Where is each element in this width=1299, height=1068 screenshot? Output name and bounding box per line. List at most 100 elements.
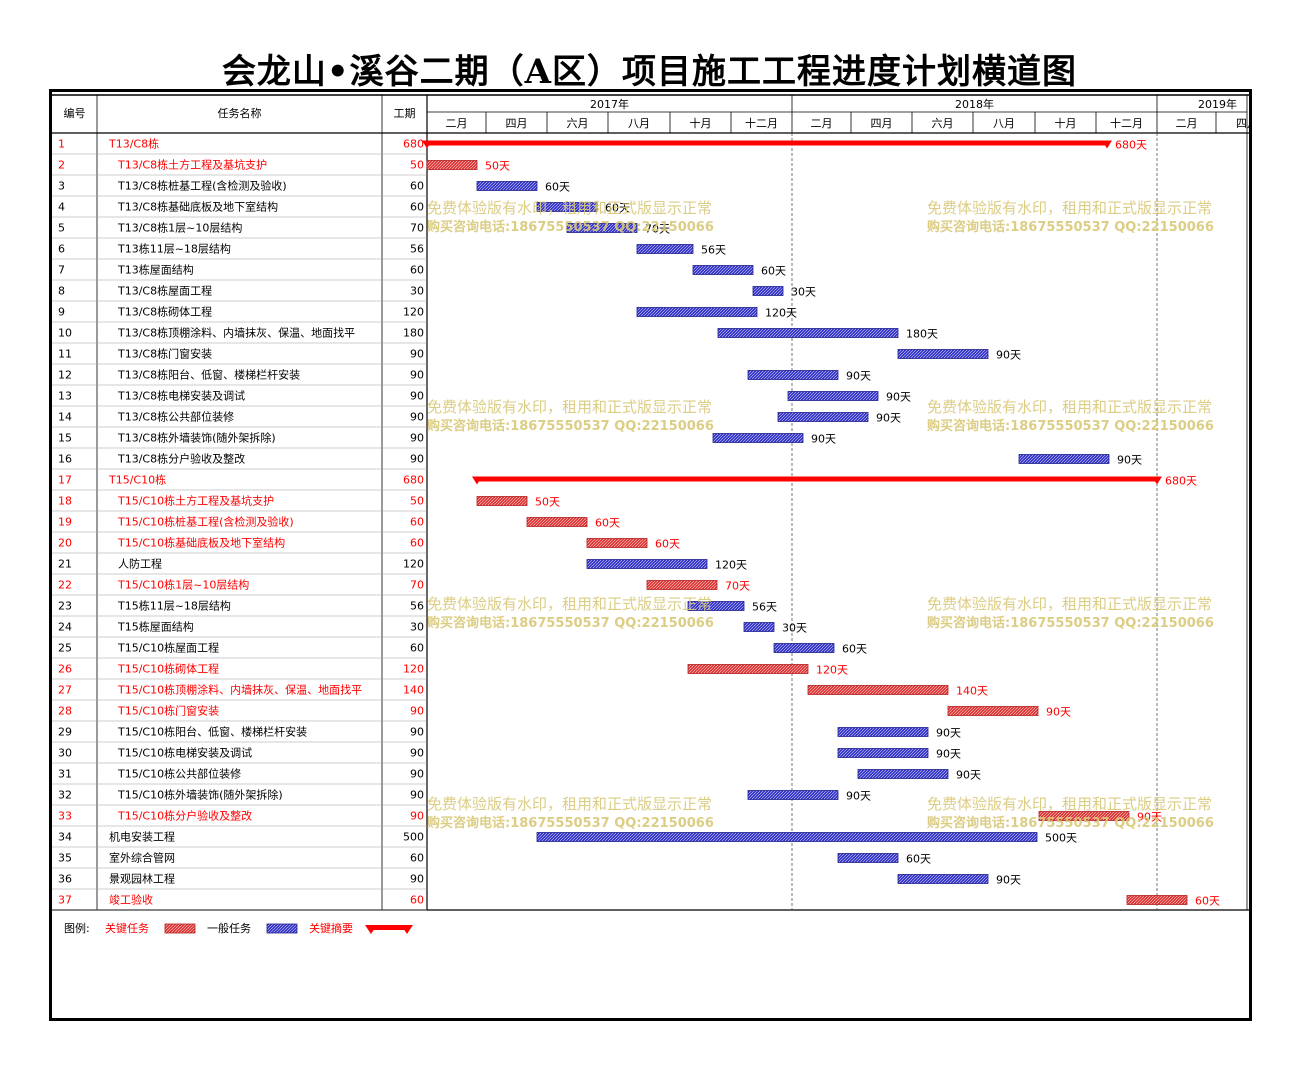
task-duration: 680: [403, 474, 424, 487]
normal-task-bar: [536, 832, 1038, 842]
month-label: 二月: [1176, 117, 1198, 130]
year-label: 2019年: [1198, 97, 1237, 111]
header-duration: 工期: [394, 107, 416, 120]
bar-duration-label: 60天: [595, 517, 620, 530]
normal-task-bar: [747, 790, 839, 800]
bar-duration-label: 60天: [545, 181, 570, 194]
watermark-line1: 免费体验版有水印，租用和正式版显示正常: [927, 199, 1212, 217]
task-duration: 56: [410, 243, 424, 256]
task-duration: 60: [410, 537, 424, 550]
normal-task-bar: [752, 286, 784, 296]
watermark-line2: 购买咨询电话:18675550537 QQ:22150066: [427, 418, 714, 434]
task-id: 5: [58, 222, 65, 235]
bar-duration-label: 60天: [605, 202, 630, 215]
normal-task-bar: [636, 307, 758, 317]
normal-task-bar: [692, 265, 754, 275]
legend-label: 一般任务: [207, 922, 251, 935]
task-name: T13/C8栋顶棚涂料、内墙抹灰、保温、地面找平: [117, 326, 355, 340]
normal-task-bar: [837, 748, 929, 758]
task-duration: 90: [410, 768, 424, 781]
year-label: 2017年: [590, 97, 629, 111]
task-id: 18: [58, 495, 72, 508]
bar-duration-label: 56天: [701, 244, 726, 257]
task-name: T13/C8栋桩基工程(含检测及验收): [117, 179, 287, 193]
summary-bar: [477, 476, 1157, 482]
watermark-line2: 购买咨询电话:18675550537 QQ:22150066: [927, 815, 1214, 831]
bar-duration-label: 70天: [725, 580, 750, 593]
task-duration: 60: [410, 264, 424, 277]
bar-duration-label: 680天: [1165, 475, 1197, 488]
task-id: 28: [58, 705, 72, 718]
watermark-line2: 购买咨询电话:18675550537 QQ:22150066: [927, 615, 1214, 631]
month-label: 十月: [1055, 116, 1077, 130]
legend-label: 关键摘要: [309, 921, 353, 935]
month-label: 六月: [567, 117, 589, 130]
critical-task-bar: [807, 685, 949, 695]
watermark-line2: 购买咨询电话:18675550537 QQ:22150066: [427, 615, 714, 631]
critical-task-bar: [426, 160, 478, 170]
legend-label: 关键任务: [105, 921, 149, 935]
summary-start-marker: [422, 140, 432, 149]
task-name: 景观园林工程: [109, 872, 175, 886]
month-label: 十二月: [1110, 116, 1143, 130]
task-name: T13栋屋面结构: [117, 263, 194, 277]
task-id: 29: [58, 726, 72, 739]
watermark-line1: 免费体验版有水印，租用和正式版显示正常: [427, 199, 712, 217]
bar-duration-label: 90天: [996, 349, 1021, 362]
legend-summary-end: [401, 925, 413, 934]
month-label: 十二月: [745, 116, 778, 130]
task-id: 3: [58, 180, 65, 193]
normal-task-bar: [717, 328, 899, 338]
legend-title: 图例:: [64, 921, 90, 935]
task-id: 36: [58, 873, 72, 886]
task-id: 31: [58, 768, 72, 781]
task-duration: 180: [403, 327, 424, 340]
bar-duration-label: 56天: [752, 601, 777, 614]
normal-task-bar: [837, 727, 929, 737]
normal-task-bar: [636, 244, 694, 254]
task-name: T13/C8栋基础底板及地下室结构: [117, 200, 278, 214]
task-duration: 90: [410, 453, 424, 466]
task-duration: 30: [410, 621, 424, 634]
bar-duration-label: 120天: [715, 559, 747, 572]
task-duration: 60: [410, 642, 424, 655]
task-name: T15/C10栋外墙装饰(随外架拆除): [117, 788, 283, 802]
month-label: 四月: [1236, 117, 1249, 130]
task-name: T15栋屋面结构: [117, 620, 194, 634]
header-name: 任务名称: [218, 106, 262, 120]
task-id: 6: [58, 243, 65, 256]
task-id: 2: [58, 159, 65, 172]
summary-start-marker: [472, 476, 482, 485]
bar-duration-label: 70天: [645, 223, 670, 236]
task-name: T13/C8栋门窗安装: [117, 347, 212, 361]
task-duration: 90: [410, 411, 424, 424]
task-name: T15/C10栋: [108, 473, 166, 487]
watermark-line2: 购买咨询电话:18675550537 QQ:22150066: [427, 815, 714, 831]
month-label: 四月: [871, 117, 893, 130]
task-name: 室外综合管网: [109, 851, 175, 865]
task-duration: 90: [410, 705, 424, 718]
normal-task-bar: [566, 223, 638, 233]
watermark-line1: 免费体验版有水印，租用和正式版显示正常: [927, 595, 1212, 613]
task-name: T15/C10栋1层~10层结构: [117, 578, 249, 592]
task-duration: 90: [410, 369, 424, 382]
task-name: T15/C10栋基础底板及地下室结构: [117, 536, 285, 550]
task-name: T15栋11层~18层结构: [117, 599, 231, 613]
bar-duration-label: 60天: [842, 643, 867, 656]
legend-summary-start: [365, 925, 377, 934]
critical-task-bar: [1038, 811, 1130, 821]
task-id: 15: [58, 432, 72, 445]
critical-task-bar: [947, 706, 1039, 716]
task-duration: 56: [410, 600, 424, 613]
task-duration: 90: [410, 390, 424, 403]
task-name: T13/C8栋屋面工程: [117, 284, 212, 298]
task-duration: 120: [403, 558, 424, 571]
task-id: 21: [58, 558, 72, 571]
bar-duration-label: 90天: [996, 874, 1021, 887]
task-duration: 60: [410, 852, 424, 865]
month-label: 十月: [690, 116, 712, 130]
critical-task-bar: [646, 580, 718, 590]
month-label: 八月: [628, 117, 650, 130]
normal-task-bar: [712, 433, 804, 443]
